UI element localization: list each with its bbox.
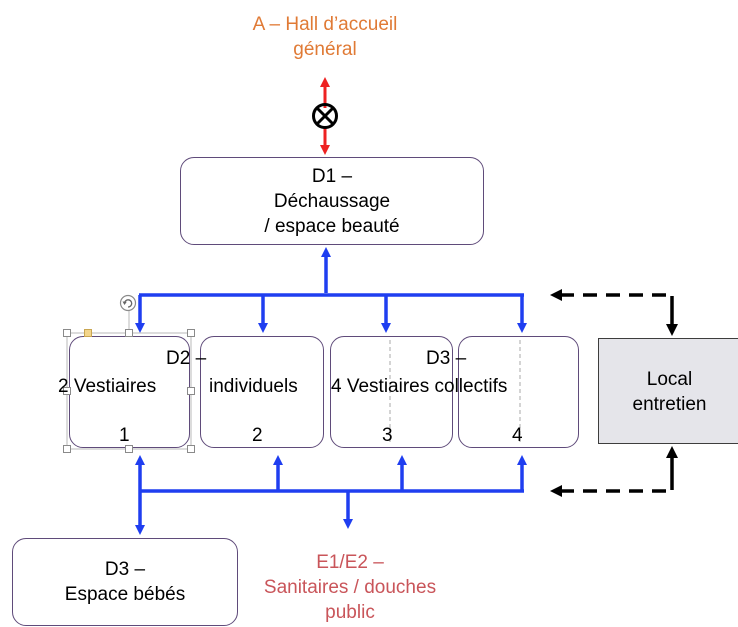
espace-bebes-box[interactable]: [12, 538, 238, 626]
d2-text-left: 2 Vestiaires: [58, 376, 157, 397]
sanitaires-label-line3: public: [325, 602, 375, 623]
hall-label-line1: A – Hall d’accueil: [252, 14, 398, 35]
local-dashed-arrows: [550, 289, 678, 497]
sanitaires-label: E1/E2 – Sanitaires / douches public: [230, 550, 470, 625]
bebes-label: D3 – Espace bébés: [12, 557, 238, 607]
d2-text-right: individuels: [209, 376, 298, 397]
dashed-separators: [389, 340, 521, 445]
vestiaire-box-1[interactable]: [69, 336, 190, 448]
local-label-line2: entretien: [632, 394, 707, 415]
box-number-4: 4: [512, 425, 523, 446]
selection-handle[interactable]: [187, 387, 195, 395]
selection-handle[interactable]: [84, 329, 92, 337]
selection-handle[interactable]: [63, 445, 71, 453]
local-label-line1: Local: [646, 369, 693, 390]
bebes-label-line2: Espace bébés: [64, 584, 186, 605]
selection-handle[interactable]: [187, 445, 195, 453]
hall-label-line2: général: [293, 39, 357, 60]
local-label: Local entretien: [598, 367, 738, 417]
d1-label: D1 – Déchaussage / espace beauté: [180, 164, 484, 239]
d1-box[interactable]: [180, 157, 484, 245]
selection-handle[interactable]: [187, 329, 195, 337]
sanitaires-label-line2: Sanitaires / douches: [263, 577, 437, 598]
top-blue-distribution: [135, 247, 527, 333]
local-entretien-box[interactable]: [598, 338, 738, 444]
d2-title: D2 –: [166, 348, 207, 369]
box-number-2: 2: [252, 425, 263, 446]
hall-label: A – Hall d’accueil général: [175, 12, 475, 62]
vestiaire-box-2[interactable]: [200, 336, 324, 448]
vestiaire-box-3[interactable]: [330, 336, 453, 448]
vestiaire-box-4[interactable]: [458, 336, 579, 448]
box-number-3: 3: [382, 425, 393, 446]
d3-text: 4 Vestiaires collectifs: [331, 376, 508, 397]
sanitaires-label-line1: E1/E2 –: [316, 552, 384, 573]
selection-handle[interactable]: [125, 445, 133, 453]
selection-handle[interactable]: [63, 387, 71, 395]
rotate-handle-icon: [119, 294, 137, 312]
circle-x-icon: [312, 103, 338, 129]
selection-handle[interactable]: [63, 329, 71, 337]
box-number-1: 1: [119, 425, 130, 446]
bebes-label-line1: D3 –: [104, 559, 146, 580]
selection-handle[interactable]: [125, 329, 133, 337]
d1-label-line3: / espace beauté: [264, 216, 400, 237]
d3-title: D3 –: [426, 348, 467, 369]
d1-label-line1: D1 –: [311, 166, 353, 187]
bottom-blue-distribution: [135, 455, 527, 535]
d1-label-line2: Déchaussage: [273, 191, 391, 212]
